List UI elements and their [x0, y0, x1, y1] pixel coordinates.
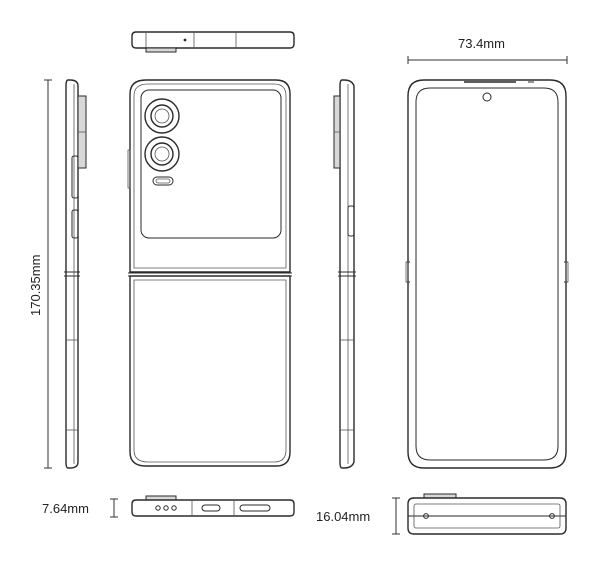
thickness-unfolded-label: 7.64mm: [42, 501, 89, 516]
height-dimension: [44, 79, 52, 469]
width-label: 73.4mm: [458, 36, 505, 51]
camera-module: [144, 98, 180, 186]
main-screen: [415, 87, 559, 461]
cover-screen: [140, 89, 282, 239]
folded-side-view: [407, 493, 567, 535]
right-side-view: [333, 79, 356, 469]
height-label: 170.35mm: [28, 255, 43, 316]
thickness-unfolded-dimension: [110, 498, 118, 518]
width-dimension: [407, 56, 568, 64]
thickness-folded-label: 16.04mm: [316, 509, 370, 524]
thickness-folded-dimension: [392, 497, 400, 535]
back-view: [127, 79, 292, 467]
front-view: [405, 79, 569, 469]
left-side-view: [64, 79, 87, 469]
front-camera: [482, 92, 492, 102]
usb-port: [201, 504, 221, 512]
top-edge-view: [131, 31, 295, 53]
bottom-edge-view: [131, 495, 295, 517]
